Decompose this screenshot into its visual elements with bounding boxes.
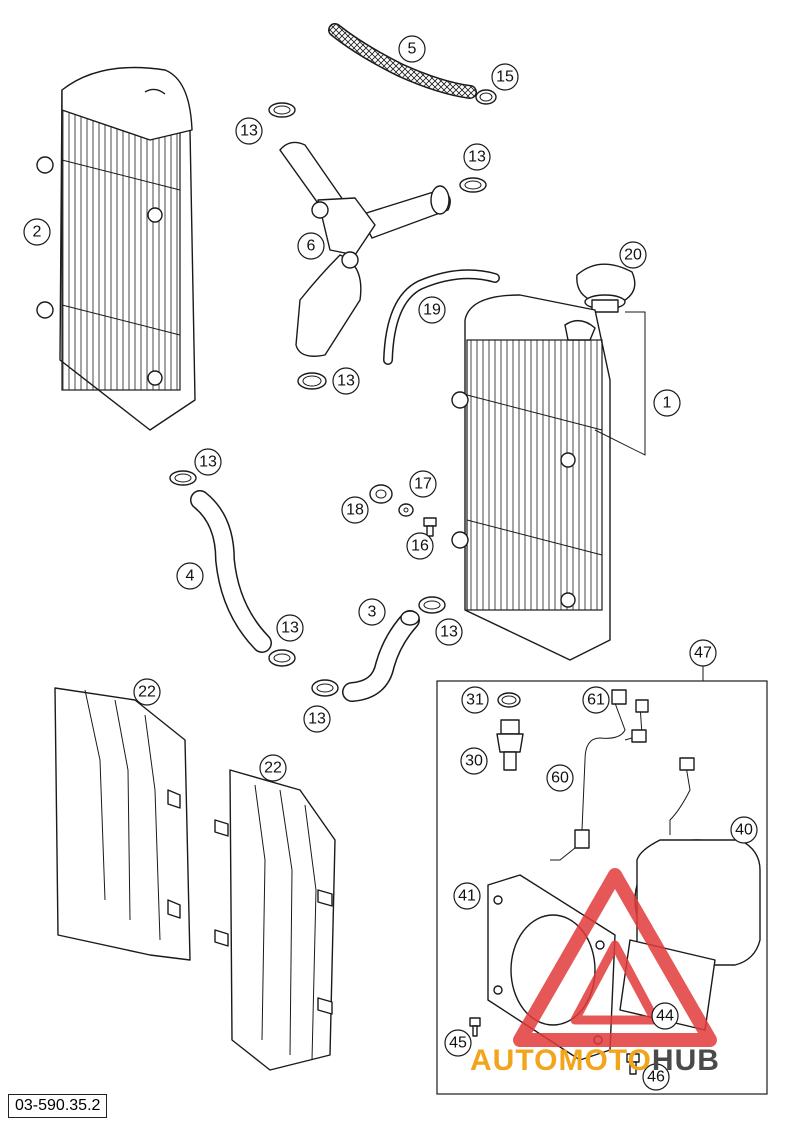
svg-text:13: 13 — [199, 454, 217, 471]
svg-text:13: 13 — [281, 620, 299, 637]
callout-13e: 13 — [276, 614, 304, 642]
svg-text:13: 13 — [308, 711, 326, 728]
callout-47: 47 — [689, 639, 717, 667]
screw-45 — [469, 1017, 481, 1037]
callout-13d: 13 — [194, 448, 222, 476]
clamp-13g — [418, 596, 446, 614]
clamp-13f — [311, 679, 339, 697]
screw-46 — [626, 1053, 640, 1075]
callout-41: 41 — [453, 882, 481, 910]
hose-4 — [190, 490, 272, 653]
radiator-left — [36, 66, 196, 431]
svg-text:31: 31 — [466, 692, 484, 709]
svg-text:13: 13 — [468, 149, 486, 166]
svg-text:44: 44 — [656, 1008, 674, 1025]
diagram-code: 03-590.35.2 — [8, 1094, 108, 1118]
bolt-16 — [423, 517, 437, 537]
callout-30: 30 — [460, 747, 488, 775]
fan-kit-box — [436, 666, 768, 1095]
svg-text:4: 4 — [186, 568, 195, 585]
callout-6: 6 — [297, 232, 325, 260]
svg-text:40: 40 — [735, 822, 753, 839]
callout-17: 17 — [409, 470, 437, 498]
watermark-part1: AUTOMOTO — [470, 1044, 652, 1077]
callout-2: 2 — [23, 218, 51, 246]
svg-text:17: 17 — [414, 476, 432, 493]
svg-text:5: 5 — [408, 41, 417, 58]
watermark-part2: HUB — [651, 1044, 720, 1077]
callout-3: 3 — [358, 598, 386, 626]
hose-3 — [342, 610, 420, 702]
callout-60: 60 — [546, 764, 574, 792]
svg-text:16: 16 — [411, 538, 429, 555]
callout-13c: 13 — [332, 367, 360, 395]
svg-text:41: 41 — [458, 888, 476, 905]
callout-18: 18 — [341, 496, 369, 524]
svg-text:13: 13 — [337, 373, 355, 390]
fan-40 — [634, 757, 761, 966]
radiator-cap-20 — [576, 263, 636, 313]
louver-22b — [214, 769, 336, 1071]
callout-22a: 22 — [133, 678, 161, 706]
svg-text:1: 1 — [663, 395, 672, 412]
clamp-13c — [297, 372, 327, 390]
watermark-logo — [513, 868, 717, 1047]
clamp-13d — [169, 470, 197, 486]
hose-5 — [328, 23, 477, 99]
svg-text:46: 46 — [647, 1069, 665, 1086]
temp-switch-30 — [496, 719, 524, 771]
connector-61 — [611, 689, 627, 705]
cable-60 — [550, 694, 649, 861]
svg-text:2: 2 — [33, 224, 42, 241]
svg-text:19: 19 — [423, 302, 441, 319]
svg-text:3: 3 — [368, 604, 377, 621]
hose-6 — [279, 141, 451, 357]
grommet-18 — [369, 484, 393, 504]
callout-19: 19 — [418, 296, 446, 324]
svg-text:47: 47 — [694, 645, 712, 662]
svg-text:13: 13 — [240, 123, 258, 140]
clamp-13b — [459, 177, 487, 193]
callout-40: 40 — [730, 816, 758, 844]
callout-61: 61 — [582, 686, 610, 714]
washer-17 — [398, 503, 414, 517]
callout-16: 16 — [406, 532, 434, 560]
callout-13a: 13 — [235, 117, 263, 145]
radiator-right — [451, 294, 611, 661]
callout-13b: 13 — [463, 143, 491, 171]
callout-4: 4 — [176, 562, 204, 590]
callout-13g: 13 — [435, 618, 463, 646]
svg-text:22: 22 — [264, 760, 282, 777]
callout-46: 46 — [642, 1063, 670, 1091]
callout-1: 1 — [653, 389, 681, 417]
clamp-15 — [475, 89, 497, 105]
svg-text:61: 61 — [587, 692, 605, 709]
callout-20: 20 — [619, 241, 647, 269]
svg-text:60: 60 — [551, 770, 569, 787]
svg-text:20: 20 — [624, 247, 642, 264]
svg-text:6: 6 — [307, 238, 316, 255]
callout-22b: 22 — [259, 754, 287, 782]
svg-text:13: 13 — [440, 624, 458, 641]
leader-1 — [594, 311, 646, 456]
callout-5: 5 — [398, 35, 426, 63]
svg-text:30: 30 — [465, 753, 483, 770]
svg-text:45: 45 — [449, 1035, 467, 1052]
callout-15: 15 — [491, 63, 519, 91]
svg-text:22: 22 — [138, 684, 156, 701]
watermark-text: AUTOMOTOHUB — [470, 1044, 720, 1078]
callout-31: 31 — [461, 686, 489, 714]
callout-45: 45 — [444, 1029, 472, 1057]
clamp-13e — [268, 649, 296, 667]
o-ring-31 — [497, 692, 521, 708]
svg-text:18: 18 — [346, 502, 364, 519]
callout-13f: 13 — [303, 705, 331, 733]
louver-22a — [54, 687, 191, 961]
callout-44: 44 — [651, 1002, 679, 1030]
hose-19 — [383, 269, 500, 365]
clamp-13a — [268, 102, 296, 118]
svg-text:15: 15 — [496, 69, 514, 86]
